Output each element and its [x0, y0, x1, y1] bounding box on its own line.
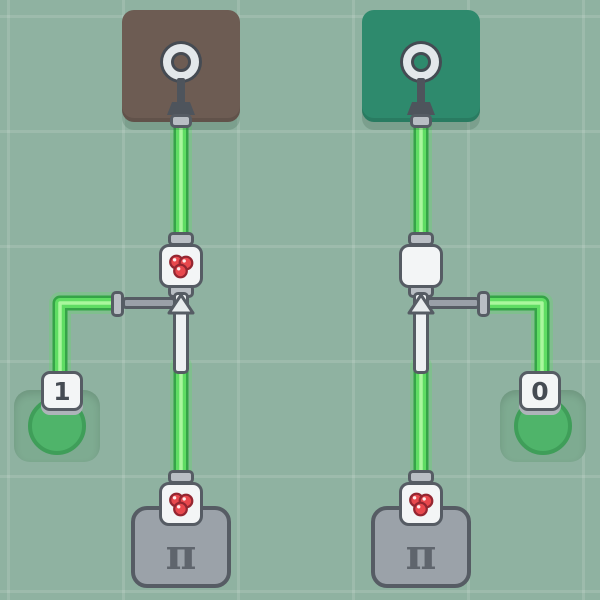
lamp-stand — [417, 78, 425, 104]
wire-right-button — [477, 292, 553, 383]
lamp-stand — [177, 78, 185, 104]
button-tile-one[interactable]: 1 — [41, 371, 83, 411]
berries-icon — [169, 492, 194, 517]
lamp-stand-base — [407, 102, 435, 115]
button-tile-zero[interactable]: 0 — [519, 371, 561, 411]
valve-left[interactable] — [159, 244, 203, 288]
lens-icon — [403, 44, 439, 80]
berries-icon — [169, 254, 194, 279]
valve-right[interactable] — [399, 244, 443, 288]
source-port-right[interactable] — [399, 482, 443, 526]
arm-connector — [477, 291, 490, 317]
lamp-port-connector — [170, 114, 192, 128]
pi-label: π — [165, 530, 197, 579]
pi-label: π — [405, 530, 437, 579]
flow-arrow-up-icon — [407, 293, 435, 315]
arm-connector — [111, 291, 124, 317]
flow-arrow-up-icon — [167, 293, 195, 315]
lamp-port-connector — [410, 114, 432, 128]
lamp-stand-base — [167, 102, 195, 115]
lens-icon — [163, 44, 199, 80]
berries-icon — [409, 492, 434, 517]
wire-left-button — [49, 292, 125, 383]
source-port-left[interactable] — [159, 482, 203, 526]
